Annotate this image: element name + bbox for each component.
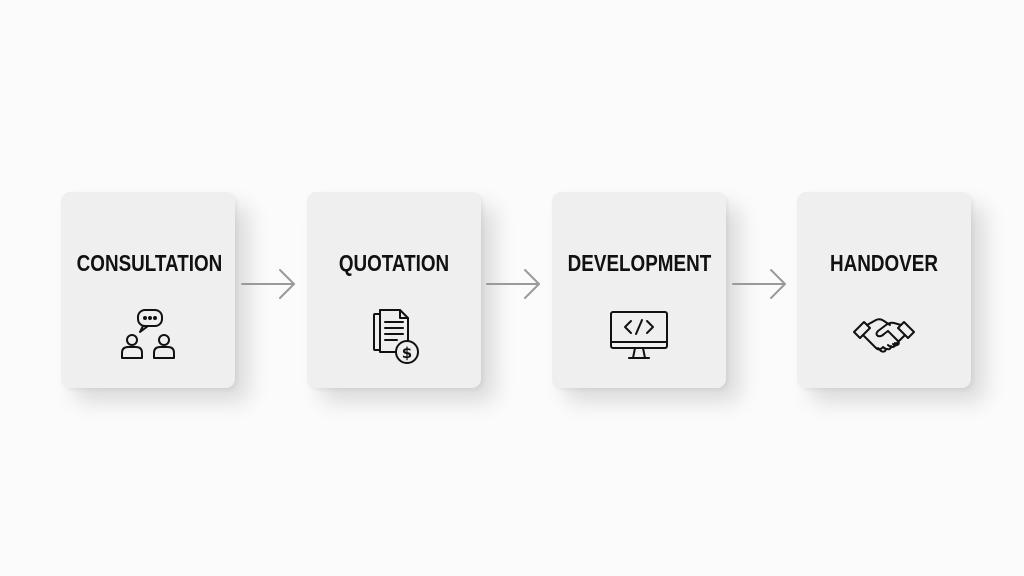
handshake-icon xyxy=(853,318,915,353)
consultation-chat-icon xyxy=(121,309,175,359)
step-card-quotation: QUOTATION $ xyxy=(307,192,481,388)
right-arrow-icon xyxy=(732,269,786,299)
invoice-dollar-icon: $ xyxy=(373,309,419,364)
step-title: DEVELOPMENT xyxy=(567,250,712,276)
right-arrow-icon xyxy=(486,269,540,299)
step-card-consultation: CONSULTATION xyxy=(61,192,235,388)
step-card-development: DEVELOPMENT xyxy=(552,192,726,388)
step-card-handover: HANDOVER xyxy=(797,192,971,388)
right-arrow-icon xyxy=(241,269,295,299)
svg-text:$: $ xyxy=(402,344,412,362)
code-monitor-icon xyxy=(610,311,668,359)
step-title: QUOTATION xyxy=(338,250,450,276)
step-title: HANDOVER xyxy=(830,250,938,276)
step-title: CONSULTATION xyxy=(76,250,223,276)
